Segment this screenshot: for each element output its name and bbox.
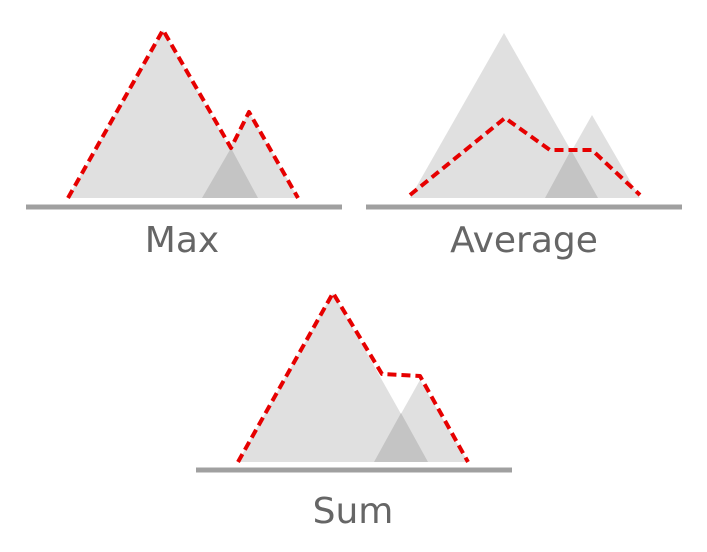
max-curve bbox=[66, 28, 300, 199]
sum-curve bbox=[236, 291, 470, 463]
overlap-region bbox=[202, 148, 258, 198]
panel-label-max: Max bbox=[145, 220, 219, 261]
large-peak bbox=[68, 30, 258, 198]
large-peak bbox=[238, 293, 428, 462]
panel-sum: Sum bbox=[196, 291, 512, 532]
overlap-region bbox=[374, 413, 428, 462]
panel-label-sum: Sum bbox=[313, 491, 394, 532]
panel-max: Max bbox=[26, 28, 342, 261]
panel-label-average: Average bbox=[450, 220, 598, 261]
overlap-region bbox=[545, 150, 598, 198]
average-curve bbox=[408, 116, 642, 197]
panel-average: Average bbox=[366, 33, 682, 261]
